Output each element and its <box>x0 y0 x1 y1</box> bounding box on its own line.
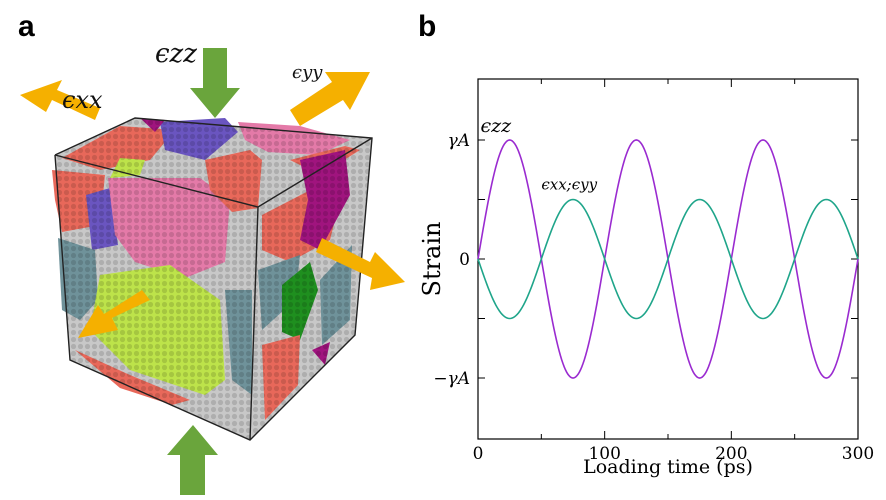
arrow-zz-bottom <box>167 425 218 495</box>
x-tick-label: 0 <box>473 444 484 464</box>
annotation-exx-eyy: ϵxx;ϵyy <box>541 176 597 194</box>
panel-label-a: a <box>18 10 35 43</box>
arrow-yy-right <box>316 238 405 290</box>
axis-ticks <box>477 79 859 439</box>
x-tick-label: 100 <box>588 444 620 464</box>
atom-texture <box>55 118 372 440</box>
arrow-zz-top <box>190 48 240 118</box>
arrow-xx-front <box>78 290 150 338</box>
label-eyy: ϵyy <box>292 62 323 83</box>
y-tick-label: −γA <box>433 369 470 389</box>
load-arrows <box>20 48 405 495</box>
arrow-xx-back <box>20 80 100 120</box>
x-axis-label: Loading time (ps) <box>583 456 753 478</box>
polycrystal-cube-illustration: ϵzz ϵyy ϵxx <box>0 0 420 495</box>
label-exx: ϵxx <box>62 86 103 114</box>
chart-texts: 0 100 200 300 γA 0 −γA Loading time (ps) Strain ϵ… <box>418 115 874 478</box>
annotation-ezz: ϵzz <box>481 115 513 137</box>
y-axis-label: Strain <box>420 222 446 297</box>
cube-edges <box>54 117 373 441</box>
series-lines <box>477 139 859 379</box>
x-tick-label: 300 <box>842 444 874 464</box>
series-line-1 <box>477 198 859 320</box>
label-ezz: ϵzz <box>155 39 197 69</box>
x-tick-label: 200 <box>715 444 747 464</box>
chart-svg: 0 100 200 300 γA 0 −γA Loading time (ps) Strain ϵ… <box>418 78 874 478</box>
cube-svg: ϵzz ϵyy ϵxx <box>20 39 405 495</box>
strain-chart: 0 100 200 300 γA 0 −γA Loading time (ps) Strain ϵ… <box>418 0 886 495</box>
y-tick-label: γA <box>448 131 470 151</box>
panel-label-b: b <box>418 10 437 43</box>
y-tick-label: 0 <box>459 250 470 270</box>
arrow-yy <box>290 72 370 126</box>
arrow-labels: ϵzz ϵyy ϵxx <box>62 39 323 114</box>
